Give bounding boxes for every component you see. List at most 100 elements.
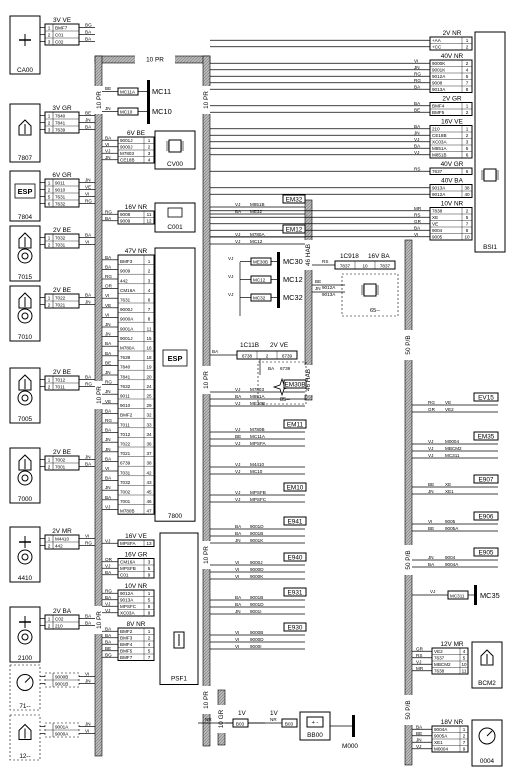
c1c11b-out: 6739 [280, 366, 291, 371]
pin-number: 11 [147, 212, 152, 217]
pin-signal: 9010 [55, 188, 66, 193]
wire-color: VJ [235, 462, 240, 467]
pin-signal: 9000B [55, 675, 68, 680]
pin-signal: 7021 [120, 451, 131, 456]
component-code-7804: 7804 [18, 214, 33, 221]
wire-color: JN [85, 300, 91, 305]
psf1-bb00-conn: 1V [238, 710, 247, 717]
pin-number: 8 [148, 604, 151, 609]
pin-signal: 9011 [55, 181, 65, 186]
bcm2-icon [480, 649, 494, 666]
wire-color: GR [416, 647, 424, 652]
wire-color: GR [428, 407, 436, 412]
splice-box-MC32 [250, 293, 272, 302]
splice-E940 [283, 552, 307, 562]
wire-signal: 9005 [445, 519, 456, 524]
bsi1-icon [481, 168, 499, 182]
component-icon-4410-1 [17, 549, 33, 565]
wire-color: VJ [235, 401, 240, 406]
pin-number: 4 [466, 68, 469, 73]
pin-signal: XC03A [120, 611, 135, 616]
connector-label-7807: 3V GR [52, 105, 72, 112]
pin-number: 37 [146, 451, 152, 456]
pin-number: 1 [48, 236, 51, 241]
wire-color: BA [105, 639, 112, 644]
pin-signal: CM16A [120, 288, 136, 293]
wire-color: BG [105, 652, 112, 657]
splice-code: MC10 [120, 110, 133, 115]
wire-signal: 9000J [250, 560, 263, 565]
wire-signal: 9000D [250, 637, 264, 642]
wire-color: JN [105, 322, 111, 327]
connector-label-7000: 2V BE [53, 449, 71, 456]
component-code-BB00: BB00 [307, 732, 323, 739]
splice-E907 [473, 474, 499, 484]
wire-color: VJ [235, 387, 240, 392]
wire-color: JN [416, 738, 422, 743]
c1c11b-cell: 2 [266, 354, 269, 359]
harness-label-pb-0: 50 P/B [405, 335, 412, 354]
pin-signal: 7001 [55, 465, 66, 470]
pin-number: 1 [48, 181, 51, 186]
wire-color: VJ [105, 563, 110, 568]
pin-signal: CE18B [432, 133, 447, 138]
pin-number: 8 [148, 317, 151, 322]
bsi1-conn-6: 10V NR [441, 201, 464, 208]
wire-color: VE [105, 303, 111, 308]
wire-color: RS [414, 213, 420, 218]
psf1-g1-pins [117, 558, 155, 579]
wire-signal: MPSFC [250, 497, 267, 502]
component-icon-71---0 [16, 674, 34, 691]
wire-color: BE [428, 526, 434, 531]
wire-color: VE [85, 185, 91, 190]
wire-color: VJ [105, 538, 110, 543]
splice-EM12 [282, 224, 306, 234]
harness-label-hab-1: 46 HAB [305, 369, 312, 391]
splice-name-EM12: EM12 [286, 227, 303, 234]
component-PSF1 [159, 532, 199, 685]
psf1-g2-conn-label: 10V NR [125, 583, 148, 590]
wire-signal: 9000B [250, 630, 263, 635]
psf1-bb00-pinlabel: B03 [236, 722, 245, 727]
splice-E930 [283, 622, 307, 632]
splice-code: MC32 [253, 296, 266, 301]
splice-name-MC30: MC30 [283, 257, 303, 266]
pin-number: 5 [148, 566, 151, 571]
pin-signal: 6739 [120, 461, 131, 466]
splice-name-EM10: EM10 [287, 485, 304, 492]
connector-label-7010: 2V BE [53, 287, 71, 294]
pin-number: 2 [48, 33, 51, 38]
ground-bar [277, 288, 280, 308]
wire-color: JN [235, 609, 241, 614]
splice-EV15 [473, 392, 499, 402]
wire-signal: M780A [250, 232, 265, 237]
component-code-12--: 12-- [19, 753, 30, 760]
wire-color: BE [105, 646, 111, 651]
pin-signal: 7002 [55, 458, 66, 463]
pin-number: 10 [464, 235, 470, 240]
pin-signal: 9004 [432, 228, 443, 233]
component-code-4410: 4410 [18, 575, 33, 582]
pin-signal: BMF7 [55, 26, 68, 31]
wire-color: OR [105, 284, 113, 289]
wire-signal: MPSFA [250, 441, 267, 446]
c1c11b-cell: 6738 [242, 354, 253, 359]
wire-signal: M0004 [445, 439, 459, 444]
harness-hab [304, 199, 313, 401]
wire-color: VJ [235, 239, 240, 244]
wire-color: VJ [414, 137, 419, 142]
pin-number: 2 [466, 61, 469, 66]
wire-color: VI [235, 567, 239, 572]
wire-color: MR [416, 666, 424, 671]
pin-signal: 7841 [55, 121, 66, 126]
pin-signal: 9000A [55, 732, 69, 737]
pin-signal: 9005 [432, 235, 443, 240]
pin-signal: 7012 [120, 432, 131, 437]
splice-E905 [473, 547, 499, 557]
wire-color: VI [105, 142, 109, 147]
wire-color: JN [105, 447, 111, 452]
pin-number: 7 [466, 222, 469, 227]
c0004-conn: 18V NR [441, 719, 464, 726]
component-icon-7015-0 [18, 232, 32, 249]
wire-color: BA [105, 595, 112, 600]
